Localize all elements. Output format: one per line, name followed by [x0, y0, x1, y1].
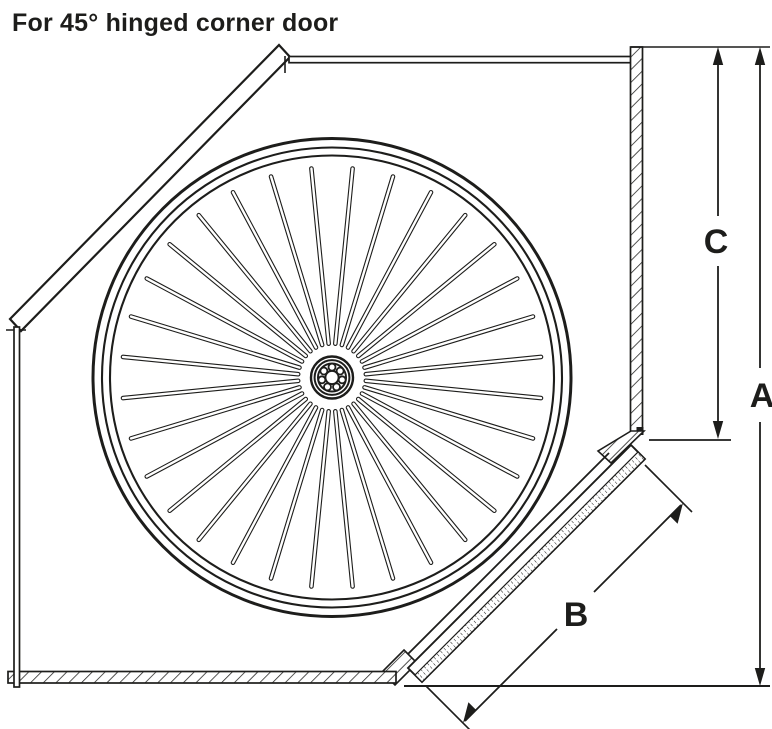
- tray-hub: [309, 355, 355, 400]
- spoke: [346, 191, 433, 349]
- bearing-ball: [319, 366, 329, 376]
- bearing-ball: [337, 375, 347, 385]
- bottom-wall-section: [7, 670, 397, 684]
- spoke: [121, 379, 300, 400]
- spoke: [340, 408, 395, 580]
- spoke: [357, 243, 496, 358]
- spoke: [231, 406, 318, 564]
- dim-a-arrowhead-down: [754, 668, 766, 686]
- back-panel-diagonal: [8, 43, 292, 333]
- spoke: [364, 379, 543, 400]
- spoke: [129, 386, 301, 440]
- spoke: [197, 213, 312, 353]
- dim-b-extension-upper: [644, 464, 693, 513]
- opening-edge-line: [406, 452, 610, 656]
- spoke: [364, 355, 543, 376]
- spoke: [360, 392, 519, 478]
- dimension-c-label: C: [704, 223, 729, 261]
- spoke: [269, 408, 324, 580]
- dim-c-arrowhead-up: [712, 47, 724, 65]
- lazy-susan-tray: [91, 137, 573, 618]
- spoke: [145, 392, 304, 478]
- dim-a-arrowhead-up: [754, 47, 766, 65]
- spoke: [357, 397, 496, 512]
- dimension-a-label: A: [750, 377, 772, 415]
- hub-bore: [324, 369, 340, 386]
- cabinet-carcass: [6, 43, 646, 688]
- dim-b-arrowhead-upper: [670, 503, 683, 524]
- spoke: [310, 167, 330, 345]
- dim-b-line-upper: [593, 504, 682, 593]
- dim-b-arrowhead-lower: [463, 702, 476, 723]
- spoke: [269, 175, 324, 347]
- dimension-b: B: [425, 464, 693, 729]
- spoke: [310, 410, 330, 588]
- dimensions: C A B: [404, 46, 772, 729]
- tray-rim-outer: [91, 137, 573, 618]
- hub-ring-mid: [313, 359, 351, 396]
- spoke: [352, 213, 467, 353]
- dim-c-arrowhead-down: [712, 421, 724, 439]
- tray-rim-middle: [100, 146, 564, 609]
- bearing-ball: [317, 375, 327, 385]
- dim-b-extension-lower: [425, 685, 471, 729]
- door-panel-core: [414, 451, 646, 683]
- tray-spokes: [120, 166, 544, 589]
- bearing-ball: [335, 366, 345, 376]
- dimension-a: A: [750, 47, 772, 686]
- dimension-b-label: B: [564, 596, 589, 634]
- spoke: [334, 410, 354, 588]
- spoke: [121, 355, 300, 376]
- opening-frame-cap-top: [596, 430, 646, 465]
- spoke: [363, 315, 535, 369]
- corner-door: [406, 443, 647, 684]
- spoke: [340, 175, 395, 347]
- spoke: [168, 243, 307, 358]
- tray-rim-inner: [108, 154, 556, 601]
- spoke: [360, 277, 519, 363]
- spoke: [168, 397, 307, 512]
- spoke: [197, 402, 312, 542]
- hub-ring-outer: [309, 355, 355, 400]
- bearing-ball: [327, 362, 337, 372]
- spoke: [346, 406, 433, 564]
- page-title: For 45° hinged corner door: [12, 9, 338, 37]
- dim-b-line-lower: [464, 628, 558, 722]
- right-wall-section: [629, 46, 644, 434]
- spoke: [145, 277, 304, 363]
- spoke: [231, 191, 318, 349]
- top-wall: [288, 55, 633, 64]
- left-wall: [13, 326, 21, 688]
- spoke: [129, 315, 301, 369]
- spoke: [363, 386, 535, 440]
- spoke: [352, 402, 467, 542]
- dimension-c: C: [704, 47, 729, 439]
- spoke: [334, 167, 354, 345]
- hub-bearing-balls: [317, 362, 347, 392]
